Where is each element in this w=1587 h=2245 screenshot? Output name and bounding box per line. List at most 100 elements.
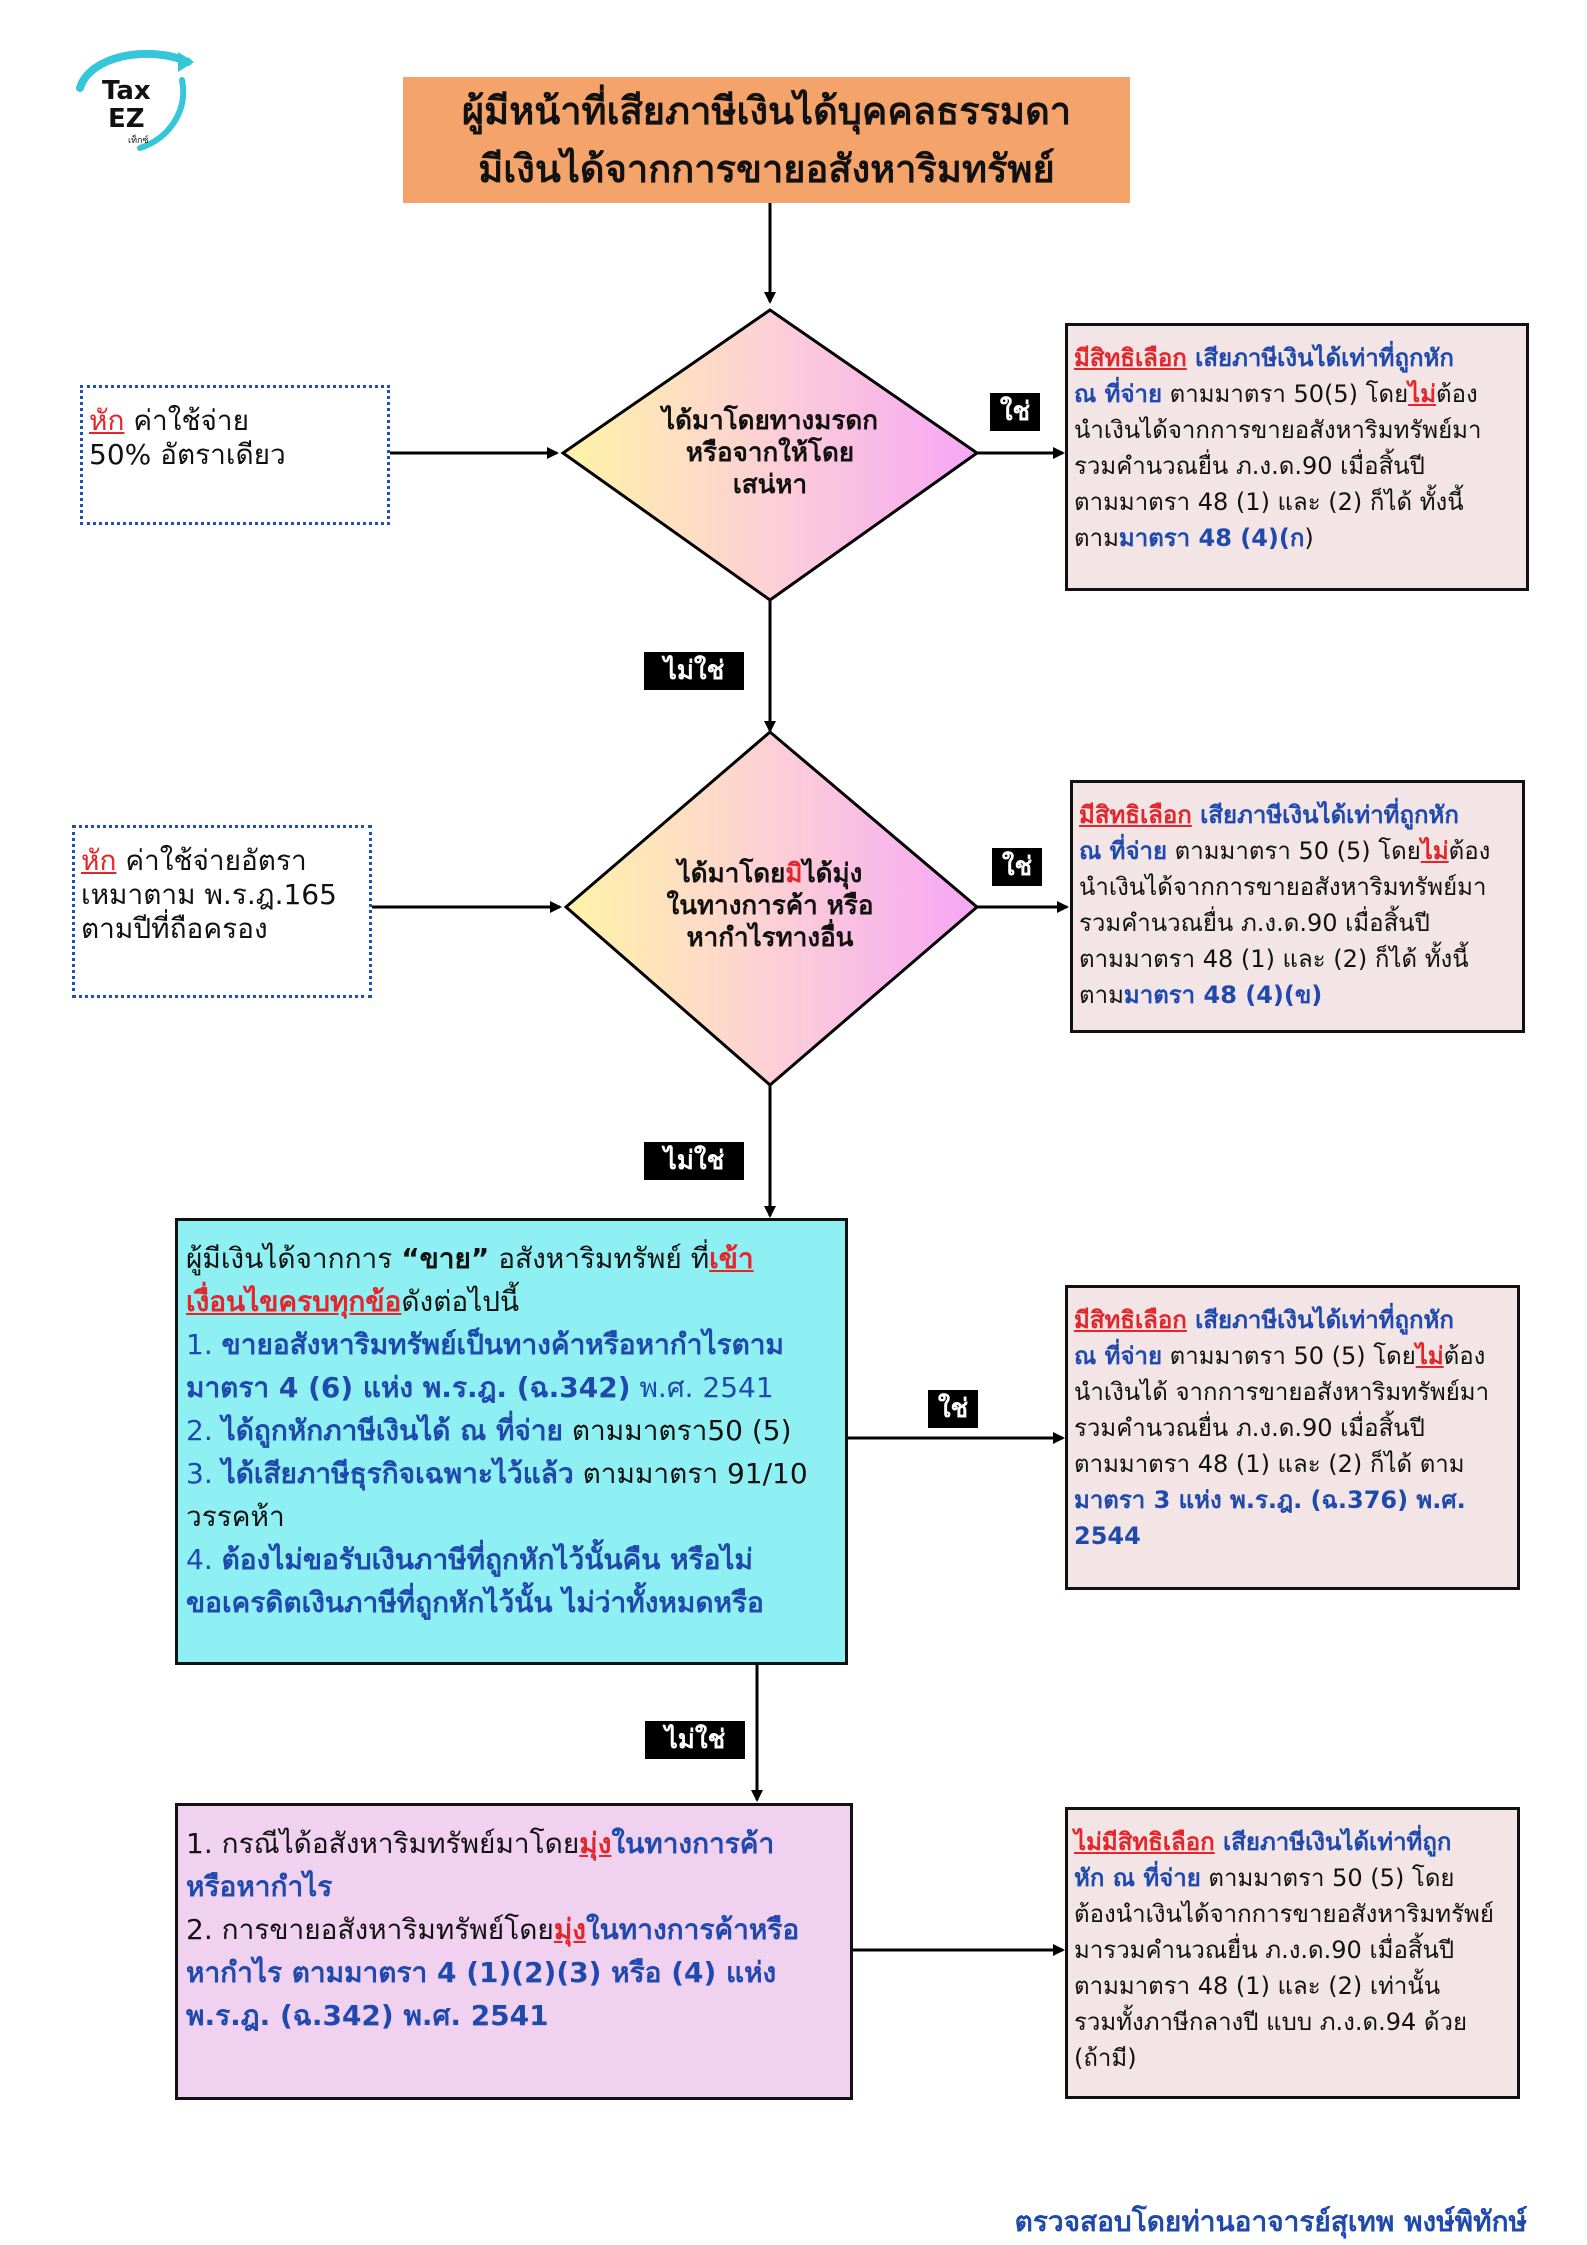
right-2-line-1: มีสิทธิเลือก เสียภาษีเงินได้เท่าที่ถูกหั…: [1079, 797, 1516, 833]
right-2-p8: ตาม: [1079, 981, 1124, 1009]
cyan-n4: 4.: [186, 1543, 222, 1576]
right-3-option: มีสิทธิเลือก: [1074, 1306, 1187, 1334]
right-4-p2: หัก ณ ที่จ่าย: [1074, 1864, 1201, 1892]
lav-line-4: หากำไร ตามมาตรา 4 (1)(2)(3) หรือ (4) แห่…: [186, 1956, 777, 1989]
decision-2-line-1: ได้มาโดยมิได้มุ่ง: [620, 858, 920, 890]
right-2-line-4: รวมคำนวณยื่น ภ.ง.ด.90 เมื่อสิ้นปี: [1079, 909, 1430, 937]
right-3-line-3: นำเงินได้ จากการขายอสังหาริมทรัพย์มา: [1074, 1378, 1490, 1406]
right-1-p4: ต้อง: [1436, 380, 1478, 408]
logo-ez: EZ: [108, 104, 145, 134]
cyan-i3a: ได้เสียภาษีธุรกิจเฉพาะไว้แล้ว: [221, 1457, 574, 1490]
right-2-not: ไม่: [1420, 837, 1449, 865]
left-box-2-line-2: เหมาตาม พ.ร.ฎ.165: [81, 878, 337, 911]
left-box-1-line-2: 50% อัตราเดียว: [89, 438, 286, 471]
cyan-l2a: เงื่อนไขครบทุกข้อ: [186, 1285, 402, 1318]
decision-2-line-1c: ได้มุ่ง: [802, 859, 863, 889]
right-1-line-3: นำเงินได้จากการขายอสังหาริมทรัพย์มา: [1074, 416, 1482, 444]
cyan-item-3c: วรรคห้า: [186, 1500, 285, 1533]
right-3-p3: ตามมาตรา 50 (5) โดย: [1162, 1342, 1416, 1370]
right-4-line-3: ต้องนำเงินได้จากการขายอสังหาริมทรัพย์: [1074, 1900, 1494, 1928]
right-4-p3: ตามมาตรา 50 (5) โดย: [1200, 1864, 1455, 1892]
left-box-1-line-1: หัก ค่าใช้จ่าย: [89, 404, 381, 438]
right-2-p1: เสียภาษีเงินได้เท่าที่ถูกหัก: [1191, 801, 1459, 829]
cyan-n2: 2.: [186, 1414, 222, 1447]
right-2-p3: ตามมาตรา 50 (5) โดย: [1167, 837, 1421, 865]
right-4-line-4: มารวมคำนวณยื่น ภ.ง.ด.90 เมื่อสิ้นปี: [1074, 1936, 1455, 1964]
cyan-l1a: ผู้มีเงินได้จากการ: [186, 1242, 402, 1275]
lav-l3a: 2. การขายอสังหาริมทรัพย์โดย: [186, 1913, 554, 1946]
lav-l1a: 1. กรณีได้อสังหาริมทรัพย์มาโดย: [186, 1827, 580, 1860]
right-1-option: มีสิทธิเลือก: [1074, 344, 1187, 372]
cyan-item-1: 1. ขายอสังหาริมทรัพย์เป็นทางค้าหรือหากำไ…: [186, 1323, 837, 1366]
tax-ez-logo: Tax EZ เท็กซ์: [70, 40, 200, 160]
lav-line-3: 2. การขายอสังหาริมทรัพย์โดยมุ่งในทางการค…: [186, 1908, 842, 1951]
cyan-n1: 1.: [186, 1328, 222, 1361]
right-box-3: มีสิทธิเลือก เสียภาษีเงินได้เท่าที่ถูกหั…: [1065, 1285, 1520, 1590]
right-3-line-1: มีสิทธิเลือก เสียภาษีเงินได้เท่าที่ถูกหั…: [1074, 1302, 1511, 1338]
footer-credit: ตรวจสอบโดยท่านอาจารย์สุเทพ พงษ์พิทักษ์: [1014, 2205, 1527, 2238]
cyan-i3b: ตามมาตรา 91/10: [573, 1457, 808, 1490]
right-3-not: ไม่: [1415, 1342, 1444, 1370]
right-4-line-7: (ถ้ามี): [1074, 2044, 1137, 2072]
right-1-line-1: มีสิทธิเลือก เสียภาษีเงินได้เท่าที่ถูกหั…: [1074, 340, 1520, 376]
lav-l3b: มุ่ง: [553, 1913, 586, 1946]
conditions-box: ผู้มีเงินได้จากการ “ขาย” อสังหาริมทรัพย์…: [175, 1218, 848, 1665]
decision-2-emph: มิ: [785, 859, 803, 889]
right-3-line-7: 2544: [1074, 1522, 1141, 1550]
cyan-i1b: มาตรา 4 (6) แห่ง พ.ร.ฎ. (ฉ.342): [186, 1371, 631, 1404]
right-box-1: มีสิทธิเลือก เสียภาษีเงินได้เท่าที่ถูกหั…: [1065, 323, 1529, 591]
cyan-item-2: 2. ได้ถูกหักภาษีเงินได้ ณ ที่จ่าย ตามมาต…: [186, 1409, 837, 1452]
right-1-p10: ): [1304, 524, 1314, 552]
decision-2-line-3: หากำไรทางอื่น: [686, 923, 854, 953]
decision-2-text: ได้มาโดยมิได้มุ่ง ในทางการค้า หรือ หากำไ…: [620, 858, 920, 954]
right-1-p1: เสียภาษีเงินได้เท่าที่ถูกหัก: [1186, 344, 1454, 372]
right-3-p4: ต้อง: [1443, 1342, 1486, 1370]
cyan-item-4: 4. ต้องไม่ขอรับเงินภาษีที่ถูกหักไว้นั้นค…: [186, 1538, 837, 1581]
lav-line-5: พ.ร.ฎ. (ฉ.342) พ.ศ. 2541: [186, 1999, 549, 2032]
right-4-line-6: รวมทั้งภาษีกลางปี แบบ ภ.ง.ด.94 ด้วย: [1074, 2008, 1468, 2036]
cyan-line-2: เงื่อนไขครบทุกข้อดังต่อไปนี้: [186, 1280, 837, 1323]
right-2-p2: ณ ที่จ่าย: [1079, 837, 1168, 865]
cyan-i1a: ขายอสังหาริมทรัพย์เป็นทางค้าหรือหากำไรตา…: [221, 1328, 784, 1361]
right-4-option: ไม่มีสิทธิเลือก: [1074, 1828, 1215, 1856]
right-4-p1: เสียภาษีเงินได้เท่าที่ถูก: [1214, 1828, 1452, 1856]
cyan-i1c: พ.ศ. 2541: [630, 1371, 774, 1404]
cyan-sell: “ขาย”: [401, 1242, 490, 1275]
lav-l1c: ในทางการค้า: [611, 1827, 775, 1860]
title-line-2: มีเงินได้จากการขายอสังหาริมทรัพย์: [478, 147, 1055, 191]
cyan-n3: 3.: [186, 1457, 222, 1490]
right-1-line-5: ตามมาตรา 48 (1) และ (2) ก็ได้ ทั้งนี้: [1074, 488, 1464, 516]
yes-label-2: ใช่: [992, 848, 1042, 886]
decision-diamond-2: [563, 730, 980, 1087]
logo-tax: Tax: [102, 76, 151, 106]
right-2-option: มีสิทธิเลือก: [1079, 801, 1192, 829]
left-2-deduct: หัก: [81, 844, 117, 877]
right-2-p9: มาตรา 48 (4)(ข): [1123, 981, 1323, 1009]
cyan-i2b: ตามมาตรา50 (5): [562, 1414, 792, 1447]
right-1-not: ไม่: [1408, 380, 1437, 408]
right-3-line-2: ณ ที่จ่าย ตามมาตรา 50 (5) โดยไม่ต้อง: [1074, 1338, 1511, 1374]
right-1-p9: มาตรา 48 (4)(ก: [1118, 524, 1305, 552]
cyan-item-1b: มาตรา 4 (6) แห่ง พ.ร.ฎ. (ฉ.342) พ.ศ. 254…: [186, 1366, 837, 1409]
left-1-deduct: หัก: [89, 404, 125, 437]
lav-l1b: มุ่ง: [579, 1827, 612, 1860]
right-1-p8: ตาม: [1074, 524, 1119, 552]
no-label-3: ไม่ใช่: [645, 1721, 745, 1759]
right-1-line-4: รวมคำนวณยื่น ภ.ง.ด.90 เมื่อสิ้นปี: [1074, 452, 1425, 480]
right-4-line-5: ตามมาตรา 48 (1) และ (2) เท่านั้น: [1074, 1972, 1441, 2000]
right-3-line-4: รวมคำนวณยื่น ภ.ง.ด.90 เมื่อสิ้นปี: [1074, 1414, 1425, 1442]
no-label-1: ไม่ใช่: [644, 652, 744, 690]
left-1-rest: ค่าใช้จ่าย: [124, 404, 249, 437]
no-label-2: ไม่ใช่: [644, 1142, 744, 1180]
left-box-2-line-1: หัก ค่าใช้จ่ายอัตรา: [81, 844, 363, 878]
cyan-l1c: อสังหาริมทรัพย์ ที่: [489, 1242, 710, 1275]
cyan-item-4b: ขอเครดิตเงินภาษีที่ถูกหักไว้นั้น ไม่ว่าท…: [186, 1586, 764, 1619]
right-3-p1: เสียภาษีเงินได้เท่าที่ถูกหัก: [1186, 1306, 1454, 1334]
decision-1-text: ได้มาโดยทางมรดก หรือจากให้โดย เสน่หา: [620, 405, 920, 501]
cyan-i2a: ได้ถูกหักภาษีเงินได้ ณ ที่จ่าย: [221, 1414, 563, 1447]
logo-swoosh-icon: [76, 49, 194, 151]
left-box-2-line-3: ตามปีที่ถือครอง: [81, 912, 268, 945]
cyan-l1d: เข้า: [709, 1242, 754, 1275]
decision-diamond-1: [560, 308, 980, 602]
